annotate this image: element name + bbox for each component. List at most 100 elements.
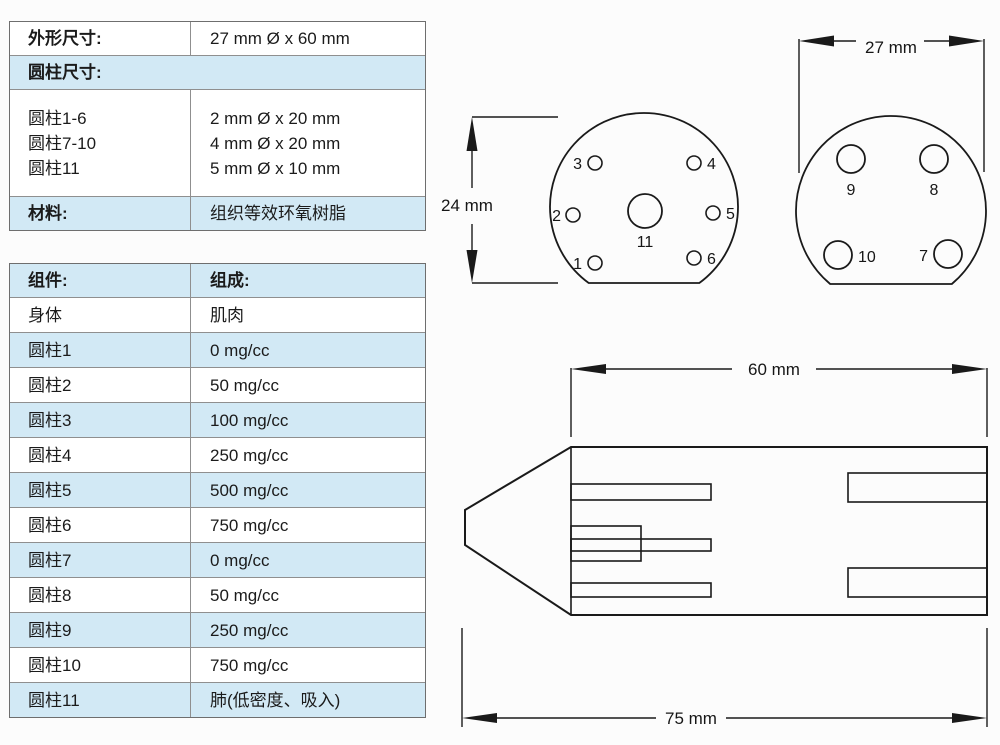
cylinder-group-size: 2 mm Ø x 20 mm [210,108,341,128]
hole-2-label: 2 [552,208,561,225]
cylinder-groups-labels: 圆柱1-6 圆柱7-10 圆柱11 [10,90,190,196]
dimension-27mm-label: 27 mm [865,38,917,57]
hole-11 [627,193,663,229]
hole-8 [919,144,949,174]
component-cell: 圆柱9 [28,620,72,640]
table-row: 外形尺寸: 27 mm Ø x 60 mm [10,22,425,55]
cylinder-group-label: 圆柱1-6 [28,108,87,128]
dimension-27mm: 27 mm [798,35,985,173]
component-cell: 圆柱6 [28,515,72,535]
hole-3 [587,155,603,171]
composition-column-header: 组成: [190,264,425,297]
dimension-60mm: 60 mm [570,360,988,437]
hole-1-label: 1 [573,256,582,273]
table-row: 圆柱1-6 圆柱7-10 圆柱11 2 mm Ø x 20 mm 4 mm Ø … [10,89,425,196]
cylinder-groups-values: 2 mm Ø x 20 mm 4 mm Ø x 20 mm 5 mm Ø x 1… [190,90,425,196]
composition-cell: 750 mg/cc [190,648,425,682]
component-cell: 圆柱3 [28,410,72,430]
size-spec-table: 外形尺寸: 27 mm Ø x 60 mm 圆柱尺寸: 圆柱1-6 圆柱7-10… [9,21,426,231]
table-row: 圆柱2 50 mg/cc [10,367,425,402]
hole-9-label: 9 [847,182,856,199]
phantom-outline [549,112,739,284]
composition-cell: 0 mg/cc [190,543,425,577]
table-row: 圆柱3 100 mg/cc [10,402,425,437]
dimension-60mm-label: 60 mm [748,360,800,379]
dimension-24mm-label: 24 mm [441,196,493,215]
cylinder-group-label: 圆柱11 [28,158,80,178]
cylinder-slot-top-left [570,483,712,501]
material-value: 组织等效环氧树脂 [190,197,425,230]
components-table: 组件: 组成: 身体 肌肉 圆柱1 0 mg/cc 圆柱2 50 mg/cc 圆… [9,263,426,718]
component-cell: 圆柱2 [28,375,72,395]
cylinder-11-slot [570,525,642,562]
component-cell: 圆柱11 [28,690,80,710]
hole-4 [686,155,702,171]
hole-6-label: 6 [707,251,716,268]
front-view-large-holes-labels: 9 8 10 7 [847,182,939,266]
technical-drawing: 3 4 2 5 1 6 11 24 mm 9 8 [441,35,988,728]
outer-size-value: 27 mm Ø x 60 mm [190,22,425,55]
composition-cell: 100 mg/cc [190,403,425,437]
table-row: 圆柱10 750 mg/cc [10,647,425,682]
hole-1 [587,255,603,271]
table-row: 圆柱6 750 mg/cc [10,507,425,542]
composition-cell: 50 mg/cc [190,368,425,402]
table-row: 圆柱8 50 mg/cc [10,577,425,612]
composition-cell: 50 mg/cc [190,578,425,612]
hole-10-label: 10 [858,249,876,266]
cylinder-slot-top-right [847,472,988,503]
composition-cell: 500 mg/cc [190,473,425,507]
arrowhead-left-icon [799,35,834,47]
dimension-75mm-label: 75 mm [665,709,717,728]
component-cell: 身体 [28,305,62,325]
front-view-large-holes [795,115,987,285]
table-row: 圆柱11 肺(低密度、吸入) [10,682,425,717]
material-label: 材料: [28,204,68,223]
arrowhead-left-icon [571,364,606,374]
cylinder-slot-middle-left [570,538,712,552]
phantom-outline [795,115,987,285]
composition-cell: 250 mg/cc [190,438,425,472]
arrowhead-left-icon [462,713,497,723]
cylinder-group-size: 5 mm Ø x 10 mm [210,158,341,178]
cylinder-group-size: 4 mm Ø x 20 mm [210,133,341,153]
hole-10 [823,240,853,270]
hole-7-label: 7 [919,248,928,265]
composition-cell: 肌肉 [190,298,425,332]
cylinder-group-label: 圆柱7-10 [28,133,97,153]
front-view-small-holes [549,112,739,284]
composition-cell: 250 mg/cc [190,613,425,647]
cylinder-slot-bottom-right [847,567,988,598]
hole-5 [705,205,721,221]
component-cell: 圆柱1 [28,340,72,360]
side-view [464,446,988,616]
component-cell: 圆柱7 [28,550,72,570]
dimension-24mm: 24 mm [441,116,558,284]
hole-6 [686,250,702,266]
outer-size-label: 外形尺寸: [28,29,102,48]
component-cell: 圆柱4 [28,445,72,465]
front-view-small-holes-labels: 3 4 2 5 1 6 11 [552,156,735,273]
hole-9 [836,144,866,174]
table-row: 圆柱5 500 mg/cc [10,472,425,507]
dimension-75mm: 75 mm [461,628,988,728]
hole-2 [565,207,581,223]
cylinder-size-section-label: 圆柱尺寸: [28,63,102,82]
hole-3-label: 3 [573,156,582,173]
hole-8-label: 8 [930,182,939,199]
arrowhead-right-icon [949,35,984,47]
table-row: 材料: 组织等效环氧树脂 [10,196,425,230]
arrowhead-right-icon [952,713,987,723]
hole-7 [933,239,963,269]
table-row: 圆柱1 0 mg/cc [10,332,425,367]
arrowhead-right-icon [952,364,987,374]
hole-5-label: 5 [726,206,735,223]
component-cell: 圆柱5 [28,480,72,500]
arrowhead-down-icon [466,250,478,283]
composition-cell: 肺(低密度、吸入) [190,683,425,717]
cylinder-slot-bottom-left [570,582,712,598]
table-row: 圆柱9 250 mg/cc [10,612,425,647]
table-row: 身体 肌肉 [10,297,425,332]
component-cell: 圆柱10 [28,655,81,675]
